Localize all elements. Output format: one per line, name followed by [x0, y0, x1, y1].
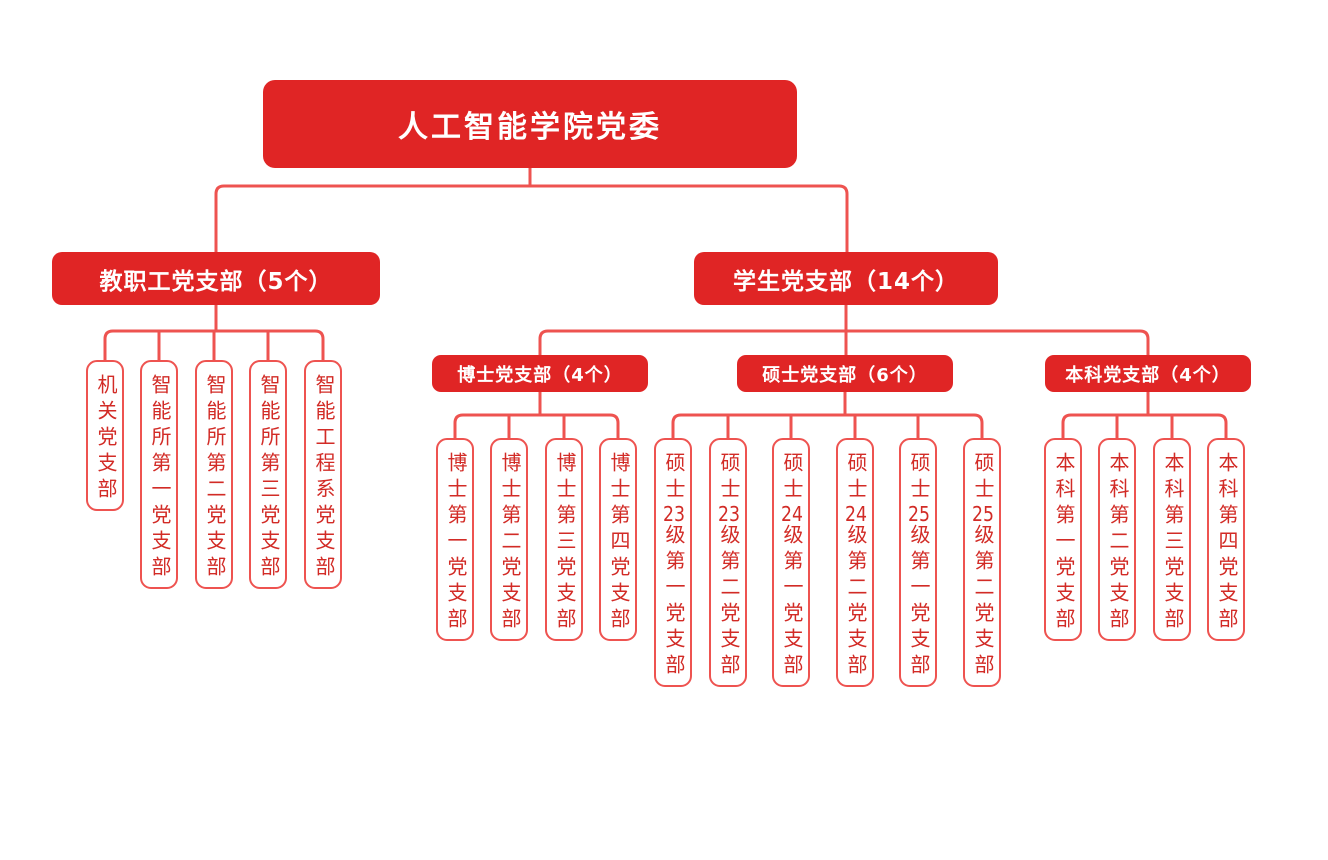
node-leaf-undergrad-2[interactable]: 本科第二党支部 — [1098, 438, 1136, 641]
node-leaf-institute-3[interactable]: 智能所第三党支部 — [249, 360, 287, 589]
node-leaf-phd-3[interactable]: 博士第三党支部 — [545, 438, 583, 641]
node-leaf-masters-25-1[interactable]: 硕士25级第一党支部 — [899, 438, 937, 687]
node-leaf-masters-24-2[interactable]: 硕士24级第二党支部 — [836, 438, 874, 687]
node-leaf-undergrad-3[interactable]: 本科第三党支部 — [1153, 438, 1191, 641]
node-masters-branches[interactable]: 硕士党支部（6个） — [737, 355, 953, 392]
node-leaf-masters-23-2[interactable]: 硕士23级第二党支部 — [709, 438, 747, 687]
node-leaf-undergrad-4[interactable]: 本科第四党支部 — [1207, 438, 1245, 641]
node-leaf-phd-4[interactable]: 博士第四党支部 — [599, 438, 637, 641]
node-leaf-undergrad-1[interactable]: 本科第一党支部 — [1044, 438, 1082, 641]
node-student-branches[interactable]: 学生党支部（14个） — [694, 252, 998, 305]
node-root[interactable]: 人工智能学院党委 — [263, 80, 797, 168]
node-leaf-phd-1[interactable]: 博士第一党支部 — [436, 438, 474, 641]
node-leaf-masters-24-1[interactable]: 硕士24级第一党支部 — [772, 438, 810, 687]
node-leaf-institute-1[interactable]: 智能所第一党支部 — [140, 360, 178, 589]
node-leaf-office-branch[interactable]: 机关党支部 — [86, 360, 124, 511]
node-leaf-engineering-dept[interactable]: 智能工程系党支部 — [304, 360, 342, 589]
node-leaf-masters-23-1[interactable]: 硕士23级第一党支部 — [654, 438, 692, 687]
node-faculty-branches[interactable]: 教职工党支部（5个） — [52, 252, 380, 305]
node-leaf-phd-2[interactable]: 博士第二党支部 — [490, 438, 528, 641]
node-leaf-masters-25-2[interactable]: 硕士25级第二党支部 — [963, 438, 1001, 687]
node-leaf-institute-2[interactable]: 智能所第二党支部 — [195, 360, 233, 589]
node-phd-branches[interactable]: 博士党支部（4个） — [432, 355, 648, 392]
node-undergrad-branches[interactable]: 本科党支部（4个） — [1045, 355, 1251, 392]
